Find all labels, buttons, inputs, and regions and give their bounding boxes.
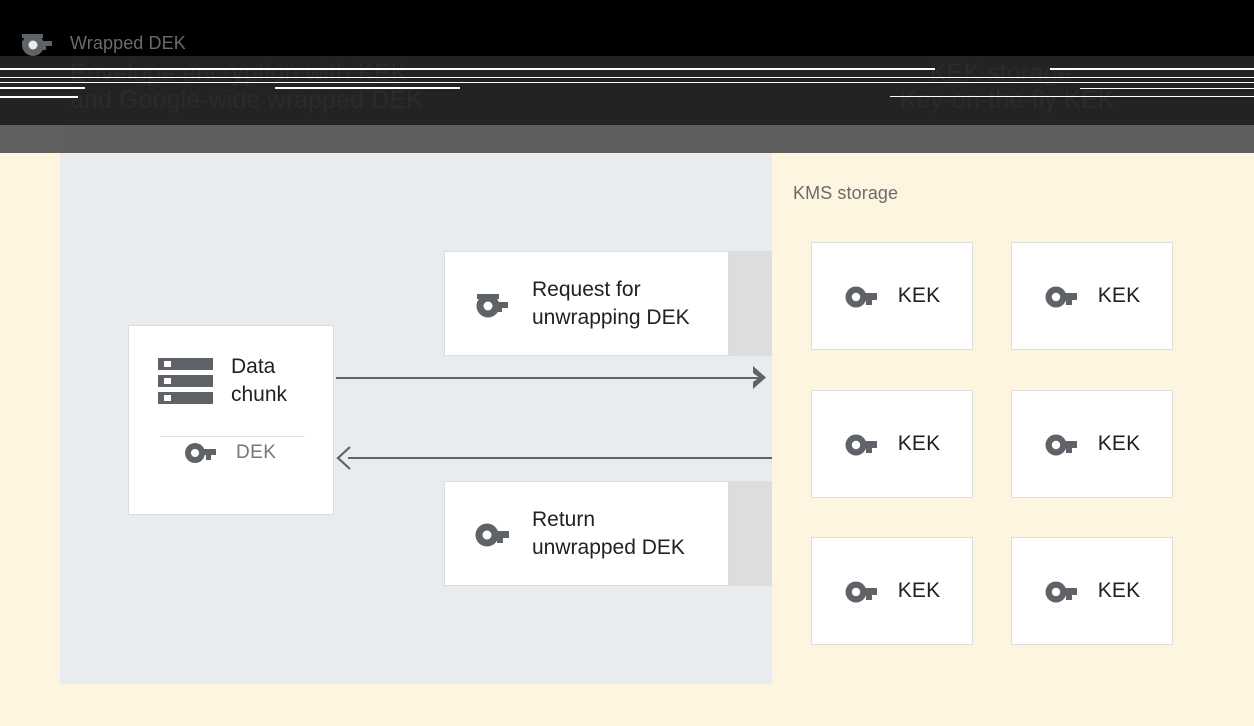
data-chunk-label: Data chunk [231,355,288,406]
dek-label: DEK [236,442,277,463]
scanline [395,68,935,70]
scanline [0,68,400,70]
wrapped-key-icon [474,290,512,318]
title-band: Envelope encryption with KEK and Google-… [0,56,1254,125]
wrapped-dek-panel-header: Wrapped DEK [20,30,186,56]
key-icon [474,520,512,548]
wrapped-dek-panel-title: Wrapped DEK [70,32,186,53]
kek-card[interactable]: KEK [1011,390,1173,498]
return-card-extension [729,481,772,586]
kek-card[interactable]: KEK [811,537,973,645]
title-line-right-1: KEK storage [930,59,1072,87]
scanline [0,82,1254,83]
key-icon [1044,431,1080,457]
scanline [0,96,78,98]
return-card-label: Return unwrapped DEK [532,507,685,559]
card-divider [160,436,305,437]
kms-storage-header: KMS storage [793,183,898,204]
request-card-extension [729,251,772,356]
key-icon [1044,578,1080,604]
key-icon [844,578,880,604]
kek-label: KEK [897,284,941,307]
kek-label: KEK [897,579,941,602]
request-arrow-line [336,377,764,379]
kms-storage-title: KMS storage [793,183,899,203]
wrapped-key-icon [20,30,56,56]
return-unwrapped-card[interactable]: Return unwrapped DEK [444,481,729,586]
key-icon [844,283,880,309]
key-icon [844,431,880,457]
kek-card[interactable]: KEK [811,242,973,350]
request-unwrapping-card[interactable]: Request for unwrapping DEK [444,251,729,356]
kek-label: KEK [1097,432,1141,455]
kek-label: KEK [1097,579,1141,602]
data-chunk-card[interactable]: Data chunk DEK [128,325,334,515]
kek-label: KEK [897,432,941,455]
scanline [275,87,460,89]
kek-label: KEK [1097,284,1141,307]
key-icon [1044,283,1080,309]
kek-card[interactable]: KEK [1011,242,1173,350]
kek-card[interactable]: KEK [811,390,973,498]
title-line-left-1: Envelope encryption with KEK [70,59,408,87]
storage-icon [158,357,213,405]
scanline [890,96,1254,97]
request-card-label: Request for unwrapping DEK [532,277,690,329]
top-black-bar [0,0,1254,56]
scanline [0,87,85,89]
gray-divider-notch [0,125,63,153]
key-icon [184,441,218,465]
title-line-left-2: and Google-wide wrapped DEK [70,86,423,114]
request-arrow-head [752,366,774,390]
scanline [1050,68,1254,70]
kek-card[interactable]: KEK [1011,537,1173,645]
title-line-right-2: Key-on-the-fly KEK [900,86,1115,114]
scanline [0,77,1254,78]
gray-divider-band [0,125,1254,153]
response-arrow-line [348,457,772,459]
response-arrow-head [336,446,352,470]
scanline [1080,88,1254,89]
